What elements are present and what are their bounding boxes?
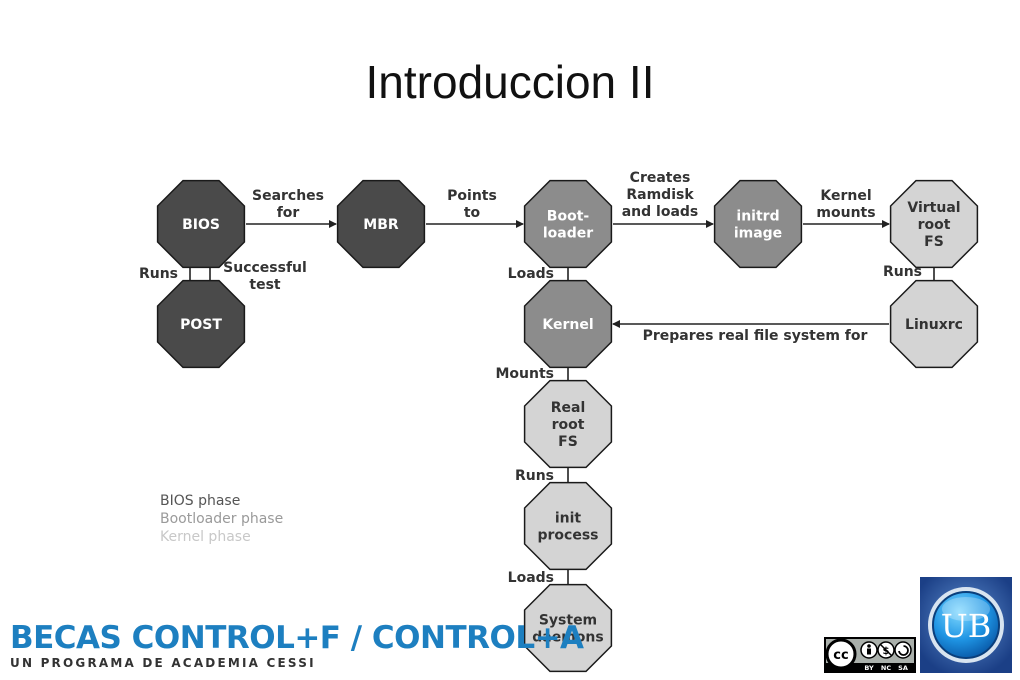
node-label: process <box>537 528 598 544</box>
node-label: Kernel <box>542 317 593 333</box>
node-label: root <box>552 417 585 433</box>
node-label: init <box>555 511 582 527</box>
node-label: initrd <box>736 209 779 225</box>
node-kernel: Kernel <box>523 279 613 369</box>
node-label: POST <box>180 317 222 333</box>
edge-label: Kernel <box>820 188 871 204</box>
node-label: FS <box>924 234 944 250</box>
node-label: FS <box>558 434 578 450</box>
legend-item: BIOS phase <box>160 493 240 509</box>
node-label: daemons <box>532 630 603 646</box>
edge-linuxrc-kernel: Prepares real file system for <box>612 320 889 344</box>
node-label: System <box>539 613 597 629</box>
node-mbr: MBR <box>336 179 426 269</box>
edge-label: test <box>249 277 281 293</box>
octagon-shape <box>523 481 613 571</box>
octagon-shape <box>523 379 613 469</box>
edge-label: Successful <box>223 260 307 276</box>
node-label: loader <box>543 226 593 242</box>
node-label: Real <box>551 400 586 416</box>
edge-label: Runs <box>139 266 178 282</box>
node-bios: BIOS <box>156 179 246 269</box>
node-label: Virtual <box>907 200 960 216</box>
edge-label: and loads <box>622 204 699 220</box>
cc-icon <box>825 638 857 670</box>
creative-commons-badge: cc $ BY NC SA <box>824 637 916 673</box>
node-bootloader: Boot-loader <box>523 179 613 269</box>
ub-logo: UB <box>920 577 1012 673</box>
octagon-shape <box>156 179 246 269</box>
svg-text:cc: cc <box>833 648 848 663</box>
node-label: BIOS <box>182 217 220 233</box>
octagon-shape <box>889 179 979 269</box>
node-post: POST <box>156 279 246 369</box>
octagon-shape <box>523 583 613 673</box>
svg-text:$: $ <box>883 646 890 657</box>
edge-label: Ramdisk <box>626 187 694 203</box>
node-linuxrc: Linuxrc <box>889 279 979 369</box>
svg-text:SA: SA <box>898 664 908 672</box>
octagon-shape <box>336 179 426 269</box>
edge-label: mounts <box>816 205 875 221</box>
edge-label: for <box>277 205 300 221</box>
node-label: MBR <box>363 217 399 233</box>
node-label: Linuxrc <box>905 317 963 333</box>
node-label: root <box>918 217 951 233</box>
octagon-shape <box>523 279 613 369</box>
brand-title: BECAS CONTROL+F / CONTROL+A <box>10 620 584 656</box>
octagon-shape <box>713 179 803 269</box>
svg-text:UB: UB <box>941 607 991 645</box>
octagon-shape <box>156 279 246 369</box>
legend-item: Kernel phase <box>160 529 251 545</box>
svg-text:NC: NC <box>881 664 891 672</box>
edge-label: Creates <box>630 170 691 186</box>
brand-subtitle: UN PROGRAMA DE ACADEMIA CESSI <box>10 656 316 670</box>
legend-item: Bootloader phase <box>160 511 283 527</box>
node-label: image <box>734 226 782 242</box>
edge-label: Runs <box>515 468 554 484</box>
octagon-shape <box>523 179 613 269</box>
octagon-shape <box>889 279 979 369</box>
svg-text:BY: BY <box>864 664 874 672</box>
edge-label: Searches <box>252 188 324 204</box>
edge-label: Mounts <box>495 366 554 382</box>
edge-label: to <box>464 205 481 221</box>
edge-label: Loads <box>508 266 554 282</box>
edge-label: Runs <box>883 264 922 280</box>
edge-label: Loads <box>508 570 554 586</box>
slide-title: Introduccion II <box>365 56 655 108</box>
edge-label: Points <box>447 188 497 204</box>
node-label: Boot- <box>547 209 590 225</box>
edge-label: Prepares real file system for <box>643 328 868 344</box>
